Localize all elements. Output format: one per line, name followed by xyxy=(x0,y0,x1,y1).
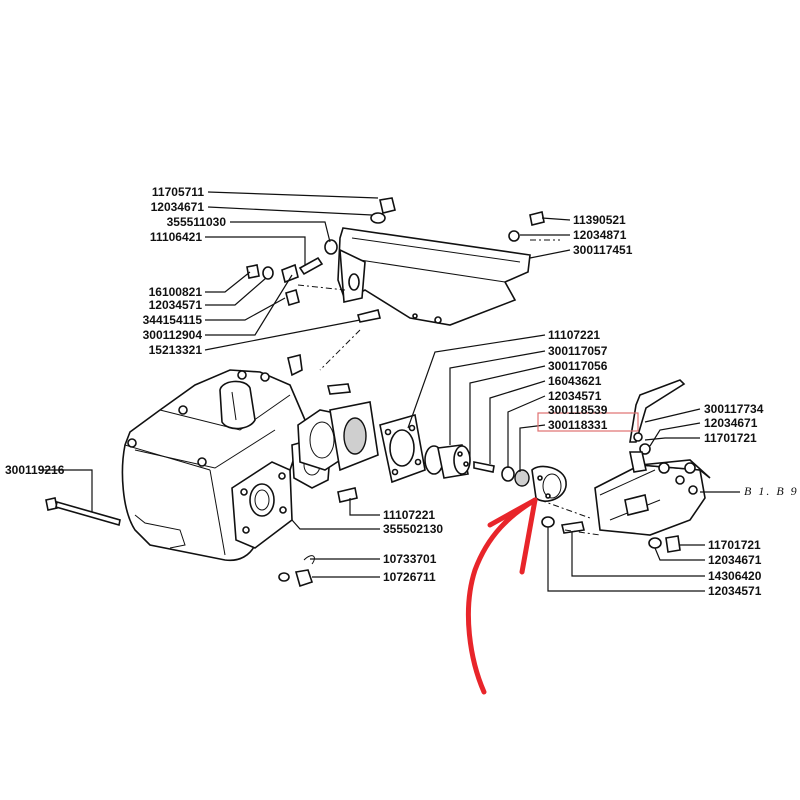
part-label: 300117056 xyxy=(548,359,608,373)
part-label: 11705711 xyxy=(152,185,204,199)
bracket-hardware xyxy=(246,197,545,395)
part-label: 10733701 xyxy=(383,552,437,566)
part-label: 300118539 xyxy=(548,403,608,417)
part-label: 11390521 xyxy=(573,213,626,227)
long-bolt xyxy=(45,497,121,527)
part-label: 300112904 xyxy=(143,328,203,342)
part-label: 11107221 xyxy=(548,328,600,342)
part-label: 12034571 xyxy=(708,584,762,598)
part-label-highlighted: 300118331 xyxy=(548,418,608,432)
part-label: 12034671 xyxy=(151,200,205,214)
axis-lines xyxy=(297,239,601,536)
part-label: 355502130 xyxy=(383,522,443,536)
part-label: 300119216 xyxy=(5,463,65,477)
part-label: 12034671 xyxy=(704,416,758,430)
part-label: 12034571 xyxy=(149,298,203,312)
part-label: 12034571 xyxy=(548,389,602,403)
highlight-box xyxy=(537,412,639,432)
part-label: 16043621 xyxy=(548,374,602,388)
lower-hardware xyxy=(278,487,358,588)
leader-lines xyxy=(40,191,740,592)
support-bracket xyxy=(337,227,531,326)
part-label: 14306420 xyxy=(708,569,762,583)
part-label: 10726711 xyxy=(383,570,436,584)
section-code: B 1. B 9 xyxy=(744,484,799,498)
part-label: 11106421 xyxy=(150,230,202,244)
part-label: 11701721 xyxy=(708,538,761,552)
part-label: 16100821 xyxy=(149,285,203,299)
part-label: 11107221 xyxy=(383,508,435,522)
part-label: 355511030 xyxy=(167,215,227,229)
part-label: 300117451 xyxy=(573,243,633,257)
part-label: 15213321 xyxy=(149,343,203,357)
gearbox-housing xyxy=(121,354,331,562)
part-label: 300117734 xyxy=(704,402,764,416)
hydraulic-pump xyxy=(594,379,711,553)
part-label: 12034871 xyxy=(573,228,627,242)
part-label: 300117057 xyxy=(548,344,608,358)
part-labels: 11705711 12034671 355511030 11106421 161… xyxy=(5,185,799,598)
annotation-arrow xyxy=(465,497,538,695)
pto-assembly xyxy=(297,401,585,534)
part-label: 11701721 xyxy=(704,431,757,445)
part-label: 344154115 xyxy=(143,313,203,327)
part-label: 12034671 xyxy=(708,553,762,567)
